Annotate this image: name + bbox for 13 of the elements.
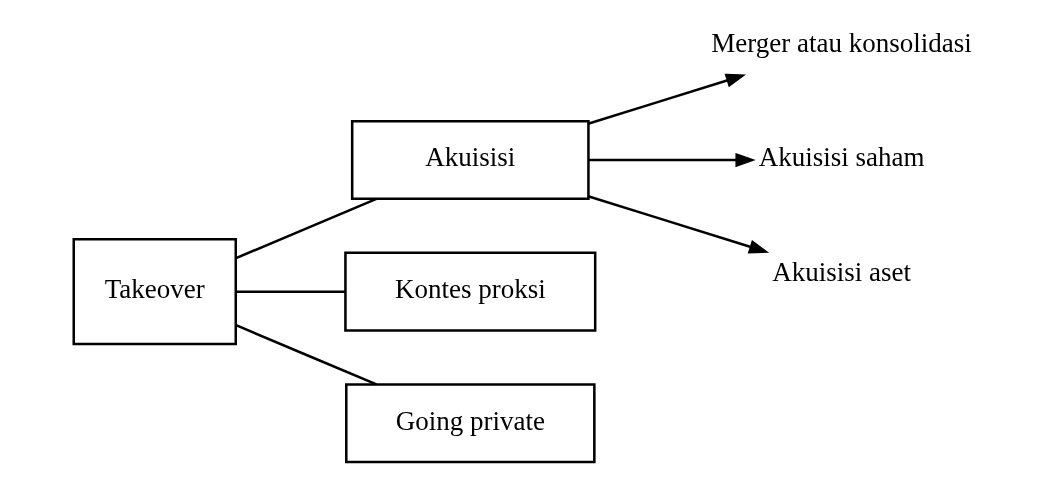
arrow xyxy=(588,73,747,125)
node-box: Akuisisi xyxy=(350,119,590,201)
arrow xyxy=(588,152,756,168)
node-text: Akuisisi saham xyxy=(758,142,925,173)
node-text: Akuisisi aset xyxy=(772,257,911,288)
connector xyxy=(236,290,345,293)
arrow xyxy=(588,195,770,254)
node-box: Kontes proksi xyxy=(344,251,597,332)
connector xyxy=(235,197,377,260)
node-box: Takeover xyxy=(72,238,237,346)
node-box: Going private xyxy=(345,383,596,464)
node-text: Merger atau konsolidasi xyxy=(711,27,972,58)
connector xyxy=(235,324,377,386)
